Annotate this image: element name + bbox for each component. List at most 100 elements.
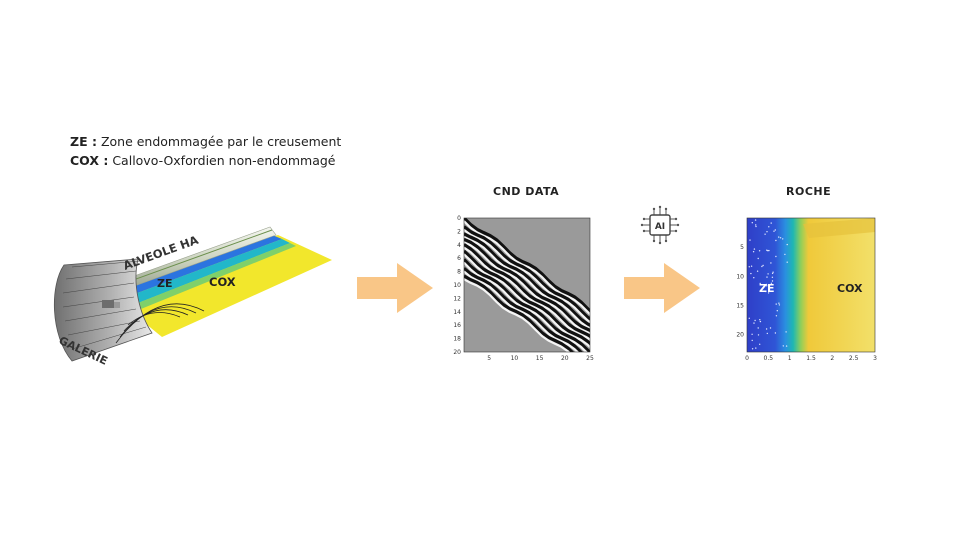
cnd-light-band <box>464 261 588 352</box>
roche-speckle-dot <box>767 273 769 275</box>
roche-speckle-dot <box>765 290 767 293</box>
roche-speckle-dot <box>759 343 761 345</box>
roche-speckle-dot <box>771 272 774 275</box>
galerie-scene: ALVEOLE HA ZE COX GALERIE <box>53 226 332 368</box>
cnd-light-band <box>464 220 590 316</box>
roche-speckle-dot <box>778 236 780 238</box>
legend-cox-key: COX : <box>70 153 109 168</box>
roche-plot-background <box>747 218 875 352</box>
cnd-panel-title: CND DATA <box>493 185 560 198</box>
roche-speckle-dot <box>761 265 763 268</box>
legend-ze-row: ZE : Zone endommagée par le creusement <box>70 132 341 151</box>
cnd-light-band <box>464 278 571 352</box>
roche-speckle-dot <box>768 249 770 252</box>
roche-speckle-dot <box>778 304 781 306</box>
roche-speckle-dot <box>784 253 786 256</box>
roche-speckle-dot <box>775 239 777 242</box>
roche-speckle-dot <box>753 248 756 250</box>
roche-speckle <box>748 219 788 350</box>
roche-speckle-dot <box>765 328 768 330</box>
ze-band-teal <box>116 239 290 307</box>
ai-chip-icon: AI <box>640 205 680 245</box>
cnd-light-band <box>464 246 590 341</box>
roche-speckle-dot <box>755 347 757 349</box>
cnd-stripes <box>464 218 590 352</box>
roche-speckle-dot <box>770 222 772 224</box>
roche-y-tick: 15 <box>736 302 744 309</box>
roche-speckle-dot <box>765 283 768 286</box>
cnd-y-tick: 10 <box>453 282 461 289</box>
cnd-x-tick: 15 <box>536 355 544 362</box>
ze-band <box>104 235 282 301</box>
roche-speckle-dot <box>764 233 766 235</box>
cnd-dark-band <box>464 225 590 321</box>
cnd-y-tick: 8 <box>457 269 461 276</box>
roche-speckle-dot <box>776 310 778 312</box>
cnd-dark-band <box>464 249 590 347</box>
roche-speckle-dot <box>773 230 775 232</box>
cnd-y-tick: 2 <box>457 228 461 235</box>
roche-speckle-dot <box>785 331 787 333</box>
roche-y-tick: 10 <box>736 273 744 280</box>
roche-speckle-dot <box>770 282 773 284</box>
roche-panel-title: ROCHE <box>786 185 832 198</box>
roche-speckle-dot <box>786 261 788 263</box>
cnd-y-tick: 6 <box>457 255 461 262</box>
roche-speckle-dot <box>753 322 755 324</box>
legend-cox-row: COX : Callovo-Oxfordien non-endommagé <box>70 151 341 170</box>
cnd-y-tick: 12 <box>453 295 461 302</box>
cnd-y-tick: 4 <box>457 242 461 249</box>
cnd-dark-band <box>464 243 590 339</box>
roche-speckle-dot <box>751 339 753 342</box>
roche-speckle-dot <box>775 315 778 317</box>
roche-x-tick: 0 <box>745 355 749 362</box>
cnd-y-tick: 16 <box>453 322 461 329</box>
cnd-dark-band <box>464 274 575 352</box>
cnd-light-band <box>464 241 590 335</box>
legend-ze-key: ZE : <box>70 134 97 149</box>
arrow-2-icon <box>624 263 700 313</box>
cnd-dark-band <box>464 267 584 352</box>
roche-speckle-dot <box>778 302 780 304</box>
cnd-light-band <box>464 270 580 352</box>
roche-cox-label: COX <box>837 282 863 295</box>
roche-speckle-dot <box>750 265 753 267</box>
galerie-ribs <box>62 260 147 350</box>
roche-speckle-dot <box>756 270 759 272</box>
roche-speckle-dot <box>762 264 764 267</box>
roche-speckle-dot <box>772 271 774 273</box>
roche-boundary-band <box>803 218 875 238</box>
roche-speckle-dot <box>766 231 768 233</box>
ze-band-green <box>128 243 296 311</box>
roche-speckle-dot <box>766 276 768 278</box>
roche-speckle-dot <box>769 327 772 329</box>
roche-speckle-dot <box>782 345 784 347</box>
roche-x-tick: 3 <box>873 355 877 362</box>
roche-speckle-dot <box>751 333 753 335</box>
arrow-1-icon <box>357 263 433 313</box>
roche-speckle-dot <box>771 276 774 278</box>
cnd-dark-band <box>464 232 590 327</box>
roche-speckle-dot <box>768 226 770 228</box>
cox-scene-label: COX <box>209 275 236 289</box>
cnd-dark-band <box>464 237 590 333</box>
roche-speckle-dot <box>759 282 761 285</box>
roche-speckle-dot <box>767 292 770 294</box>
roche-speckle-dot <box>751 348 754 350</box>
roche-speckle-dot <box>757 334 760 336</box>
cnd-dark-band <box>464 218 590 314</box>
legend: ZE : Zone endommagée par le creusement C… <box>70 132 341 170</box>
roche-ze-label: ZE <box>759 282 775 295</box>
roche-speckle-dot <box>774 229 776 231</box>
roche-speckle-dot <box>770 262 772 264</box>
roche-speckle-dot <box>749 239 751 241</box>
cnd-y-tick: 0 <box>457 215 461 222</box>
roche-speckle-dot <box>771 280 774 282</box>
roche-x-tick: 2.5 <box>849 355 859 362</box>
roche-speckle-dot <box>775 255 777 258</box>
roche-speckle-dot <box>753 277 755 279</box>
roche-speckle-dot <box>785 345 788 347</box>
roche-speckle-dot <box>758 250 761 252</box>
